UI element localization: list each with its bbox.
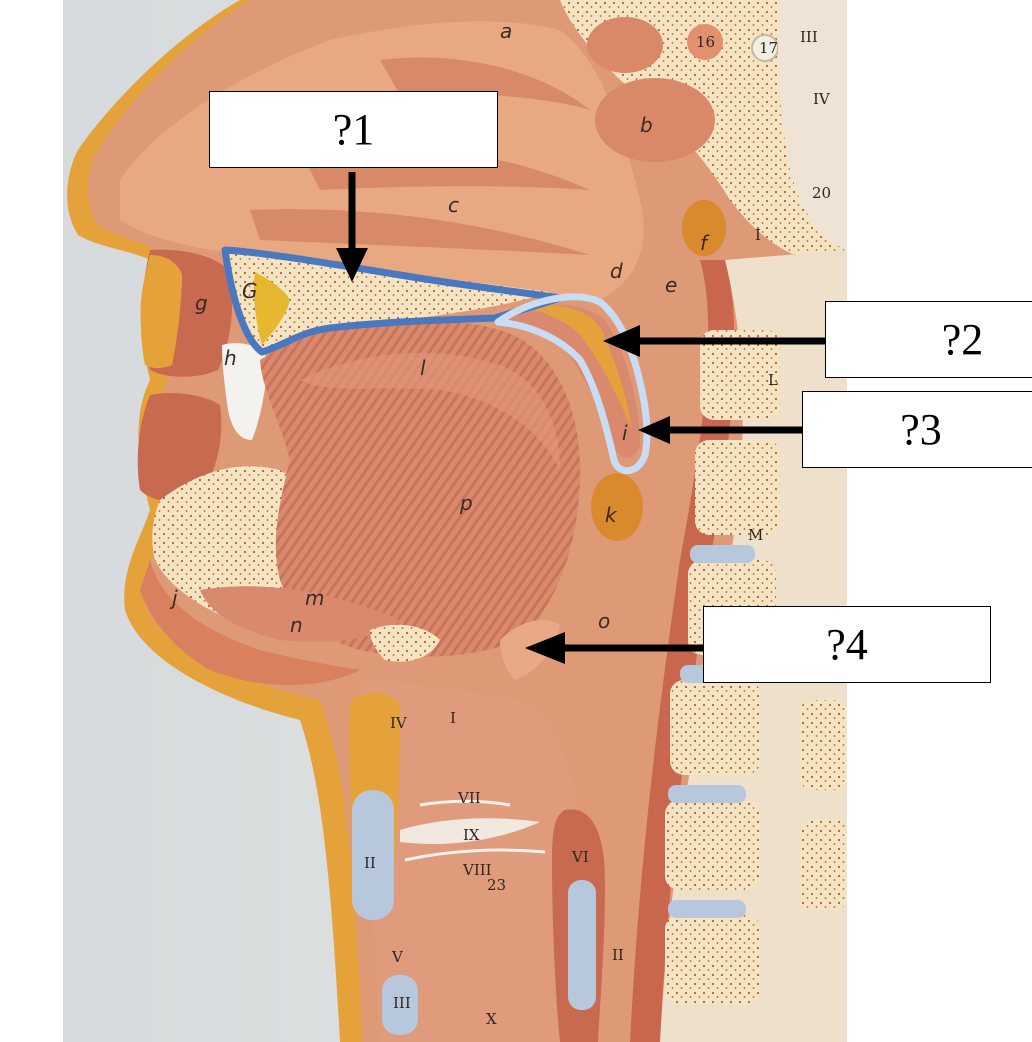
model-numeral: III (393, 994, 411, 1012)
model-letter: p (459, 491, 473, 515)
geniohyoid (200, 586, 400, 642)
model-numeral: III (800, 28, 818, 46)
label-text-4: ?4 (826, 619, 868, 669)
model-numeral: 16 (696, 33, 715, 51)
label-box-1: ?1 (209, 91, 498, 168)
model-letter: g (195, 291, 208, 315)
label-box-4: ?4 (703, 606, 991, 683)
pharyngeal-tonsil (682, 200, 726, 256)
model-numeral: VII (457, 789, 481, 807)
tracheal-ring-2 (382, 975, 418, 1035)
model-letter: h (224, 346, 237, 370)
maxilla (225, 250, 550, 352)
larynx (360, 680, 590, 1042)
model-numeral: 23 (487, 876, 506, 894)
vertebrae (665, 330, 847, 1005)
label-box-2: ?2 (825, 301, 1032, 378)
model-letter: k (605, 503, 618, 527)
nasal-concha-lower (250, 209, 590, 255)
label-text-3: ?3 (900, 404, 942, 454)
model-numeral: VIII (462, 861, 492, 879)
model-letter: d (610, 259, 623, 283)
model-numeral: IX (463, 826, 480, 844)
model-letter: G (242, 279, 258, 303)
arrow-3 (638, 416, 802, 444)
model-letter: a (500, 19, 512, 43)
palatine-tonsil (591, 473, 643, 541)
model-letter: f (700, 231, 710, 255)
model-numeral: II (364, 854, 376, 872)
model-letter: n (290, 613, 303, 637)
model-numeral: II (612, 946, 624, 964)
model-letter: o (598, 609, 610, 633)
arrow-2 (603, 325, 825, 357)
sphenoid-sinus (595, 78, 715, 162)
model-numeral: IV (390, 714, 408, 732)
model-letter: e (665, 273, 677, 297)
model-numeral: X (486, 1010, 497, 1028)
model-numeral: V (391, 948, 404, 966)
model-letter: j (169, 586, 178, 610)
model-numeral: L (768, 371, 778, 389)
vocal-fold (400, 818, 540, 844)
hyoid (370, 624, 440, 662)
label-text-2: ?2 (941, 314, 984, 364)
model-letter: l (420, 356, 426, 380)
soft-palate-outline (494, 293, 651, 475)
arrow-1 (336, 172, 368, 282)
model-numeral: VI (571, 848, 589, 866)
label-text-1: ?1 (332, 104, 375, 154)
model-numeral: I (450, 709, 456, 727)
nasal-concha-upper (380, 57, 590, 110)
model-letter: b (640, 113, 653, 137)
hard-palate-outline (221, 246, 564, 356)
arrow-4 (525, 632, 703, 664)
lower-lip (137, 393, 222, 502)
sphenoid-upper (587, 17, 663, 73)
tracheal-ring-1 (352, 790, 394, 920)
model-numeral: 20 (812, 184, 831, 202)
model-numeral: IV (813, 90, 831, 108)
upper-incisor (222, 343, 268, 440)
label-box-3: ?3 (802, 391, 1032, 468)
model-numeral: 17 (759, 39, 778, 57)
model-numeral: M (748, 526, 763, 544)
model-letter: m (305, 586, 324, 610)
brainstem (778, 0, 847, 250)
model-numeral: I (755, 226, 761, 244)
model-letter: c (448, 193, 459, 217)
model-letter: i (622, 421, 628, 445)
